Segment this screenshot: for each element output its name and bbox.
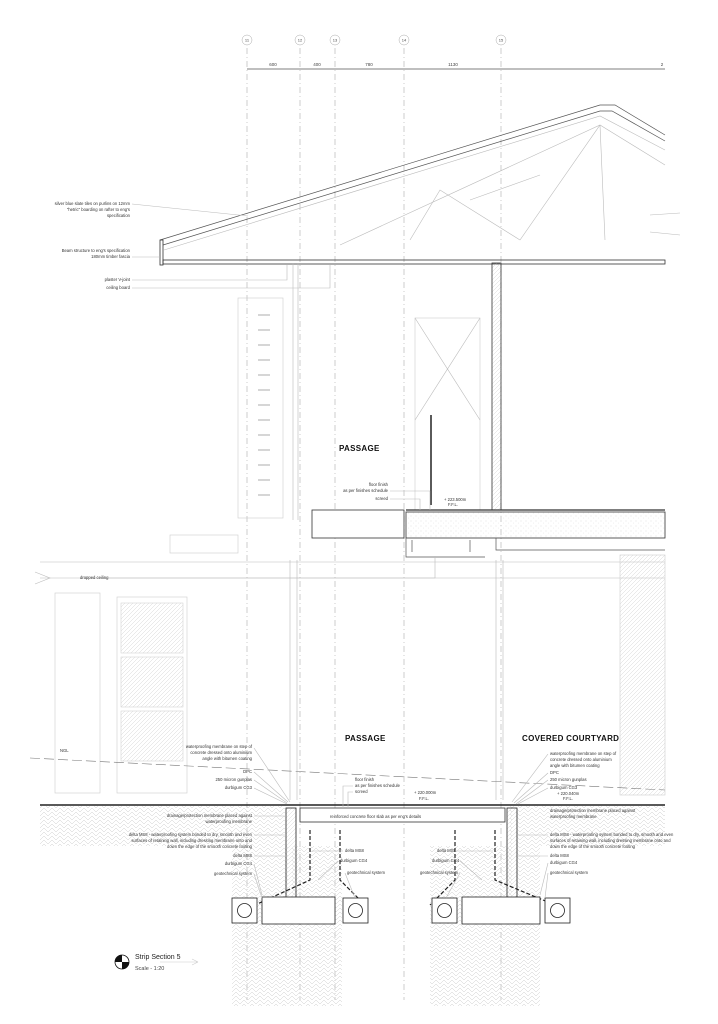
upper-floor-annotations: floor finish as per finishes schedule sc… xyxy=(343,482,467,510)
title-block: Strip Section 5 Scale - 1:20 xyxy=(114,954,199,972)
room-label-covered-courtyard: COVERED COURTYARD xyxy=(522,734,619,743)
annotation-text: DPC xyxy=(243,769,252,774)
annotation-text: delta MS8 xyxy=(233,853,253,858)
section-marker-icon xyxy=(114,954,130,970)
annotation-text: + 223.500m xyxy=(444,497,467,502)
annotation-text: 250 micron gunplas xyxy=(215,777,252,782)
annotation-text: reinforced concrete floor slab as per en… xyxy=(330,814,421,819)
annotation-text: waterproofing membrane xyxy=(550,814,597,819)
roof xyxy=(159,104,681,266)
grid-bubble-15: 15 xyxy=(499,38,504,43)
annotation-text: floor finish xyxy=(369,482,389,487)
annotation-text: "hetric" boarding on rafter to eng's xyxy=(67,207,130,212)
annotation-text: surfaces of retaining wall, including dr… xyxy=(550,838,671,843)
grid-bubble-12: 12 xyxy=(298,38,303,43)
annotation-text: down the edge of the smooth concrete foo… xyxy=(167,844,253,849)
annotation-text: waterproofing membrane on step of xyxy=(186,744,253,749)
annotation-text: geotechnical system xyxy=(347,870,385,875)
annotation-text: screed xyxy=(355,789,368,794)
annotation-text: silver blue slate tiles on purlins on 12… xyxy=(55,201,131,206)
grid-bubble-11: 11 xyxy=(245,38,250,43)
middle-annotations: floor finish as per finishes schedule sc… xyxy=(312,777,493,899)
dimension-400: 400 xyxy=(313,62,321,67)
annotation-text: geotechnical system xyxy=(214,871,252,876)
annotation-text: + 220.000m xyxy=(414,790,437,795)
annotation-text: waterproofing membrane xyxy=(205,819,252,824)
annotation-text: surfaces of retaining wall, including dr… xyxy=(131,838,252,843)
annotation-text: angle with bitumen coating xyxy=(550,763,600,768)
annotation-text: durbigum CG4 xyxy=(432,858,460,863)
annotation-text: + 220.040m xyxy=(557,791,580,796)
annotation-text: as per finishes schedule xyxy=(355,783,401,788)
upper-floor-slab xyxy=(34,509,666,585)
annotation-text: angle with bitumen coating xyxy=(202,756,252,761)
annotation-text: specification xyxy=(107,213,131,218)
annotation-text: delta MS8 - waterproofing system bonded … xyxy=(550,832,674,837)
annotation-text: durbigum CG3 xyxy=(550,785,578,790)
annotation-text: NGL xyxy=(60,748,69,753)
annotation-text: down the edge of the smooth concrete foo… xyxy=(550,844,636,849)
room-label-passage-lower: PASSAGE xyxy=(345,734,386,743)
annotation-text: 180mm timber fascia xyxy=(91,254,131,259)
annotation-text: durbigum CG4 xyxy=(550,860,578,865)
lower-structure xyxy=(29,554,666,800)
annotation-text: plaster V-joint xyxy=(105,277,131,282)
annotation-text: concrete dressed onto aluminium xyxy=(190,750,252,755)
dimension-780: 780 xyxy=(365,62,373,67)
ground-and-foundation xyxy=(40,804,665,1006)
dimension-end: 2 xyxy=(661,62,664,67)
annotation-text: durbigum CG4 xyxy=(225,861,253,866)
right-annotations: waterproofing membrane on step of concre… xyxy=(511,751,674,899)
annotation-text: ceiling board xyxy=(106,285,130,290)
room-label-passage-upper: PASSAGE xyxy=(339,444,380,453)
drawing-scale: Scale - 1:20 xyxy=(135,966,164,972)
annotation-text: drainage/protection membrane placed agai… xyxy=(550,808,636,813)
annotation-text: waterproofing membrane on step of xyxy=(550,751,617,756)
upper-structure xyxy=(169,262,502,554)
annotation-text: concrete dressed onto aluminium xyxy=(550,757,612,762)
annotation-text: as per finishes schedule xyxy=(343,488,389,493)
annotation-text: durbigum CG3 xyxy=(225,785,253,790)
annotation-text: F.F.L. xyxy=(419,796,429,801)
dimension-line: 600 400 780 1130 2 xyxy=(247,62,665,70)
grid-bubble-14: 14 xyxy=(402,38,407,43)
annotation-text: drainage/protection membrane placed agai… xyxy=(167,813,253,818)
dimension-1130: 1130 xyxy=(448,62,458,67)
grid-bubbles: 11 12 13 14 15 xyxy=(241,34,507,46)
annotation-text: delta MS8 xyxy=(345,848,365,853)
annotation-text: F.F.L. xyxy=(563,796,573,801)
annotation-text: F.F.L. xyxy=(448,502,458,507)
drawing-title: Strip Section 5 xyxy=(135,954,181,961)
annotation-text: dropped ceiling xyxy=(80,575,109,580)
annotation-text: Beam structure to eng's specification xyxy=(62,248,131,253)
annotation-text: 250 micron gunplas xyxy=(550,777,587,782)
annotation-text: delta MS8 xyxy=(550,853,570,858)
dimension-600: 600 xyxy=(269,62,277,67)
annotation-text: geotechnical system xyxy=(420,870,458,875)
annotation-text: floor finish xyxy=(355,777,375,782)
annotation-text: durbigum CG4 xyxy=(340,858,368,863)
annotation-text: delta MS8 - waterproofing system bonded … xyxy=(129,832,253,837)
roof-annotations: silver blue slate tiles on purlins on 12… xyxy=(55,201,436,580)
annotation-text: geotechnical system xyxy=(550,870,588,875)
annotation-text: delta MS8 xyxy=(437,848,457,853)
annotation-text: screed xyxy=(375,496,388,501)
left-annotations: NGL waterproofing membrane on step of co… xyxy=(60,744,291,899)
grid-bubble-13: 13 xyxy=(333,38,338,43)
annotation-text: DPC xyxy=(550,770,559,775)
